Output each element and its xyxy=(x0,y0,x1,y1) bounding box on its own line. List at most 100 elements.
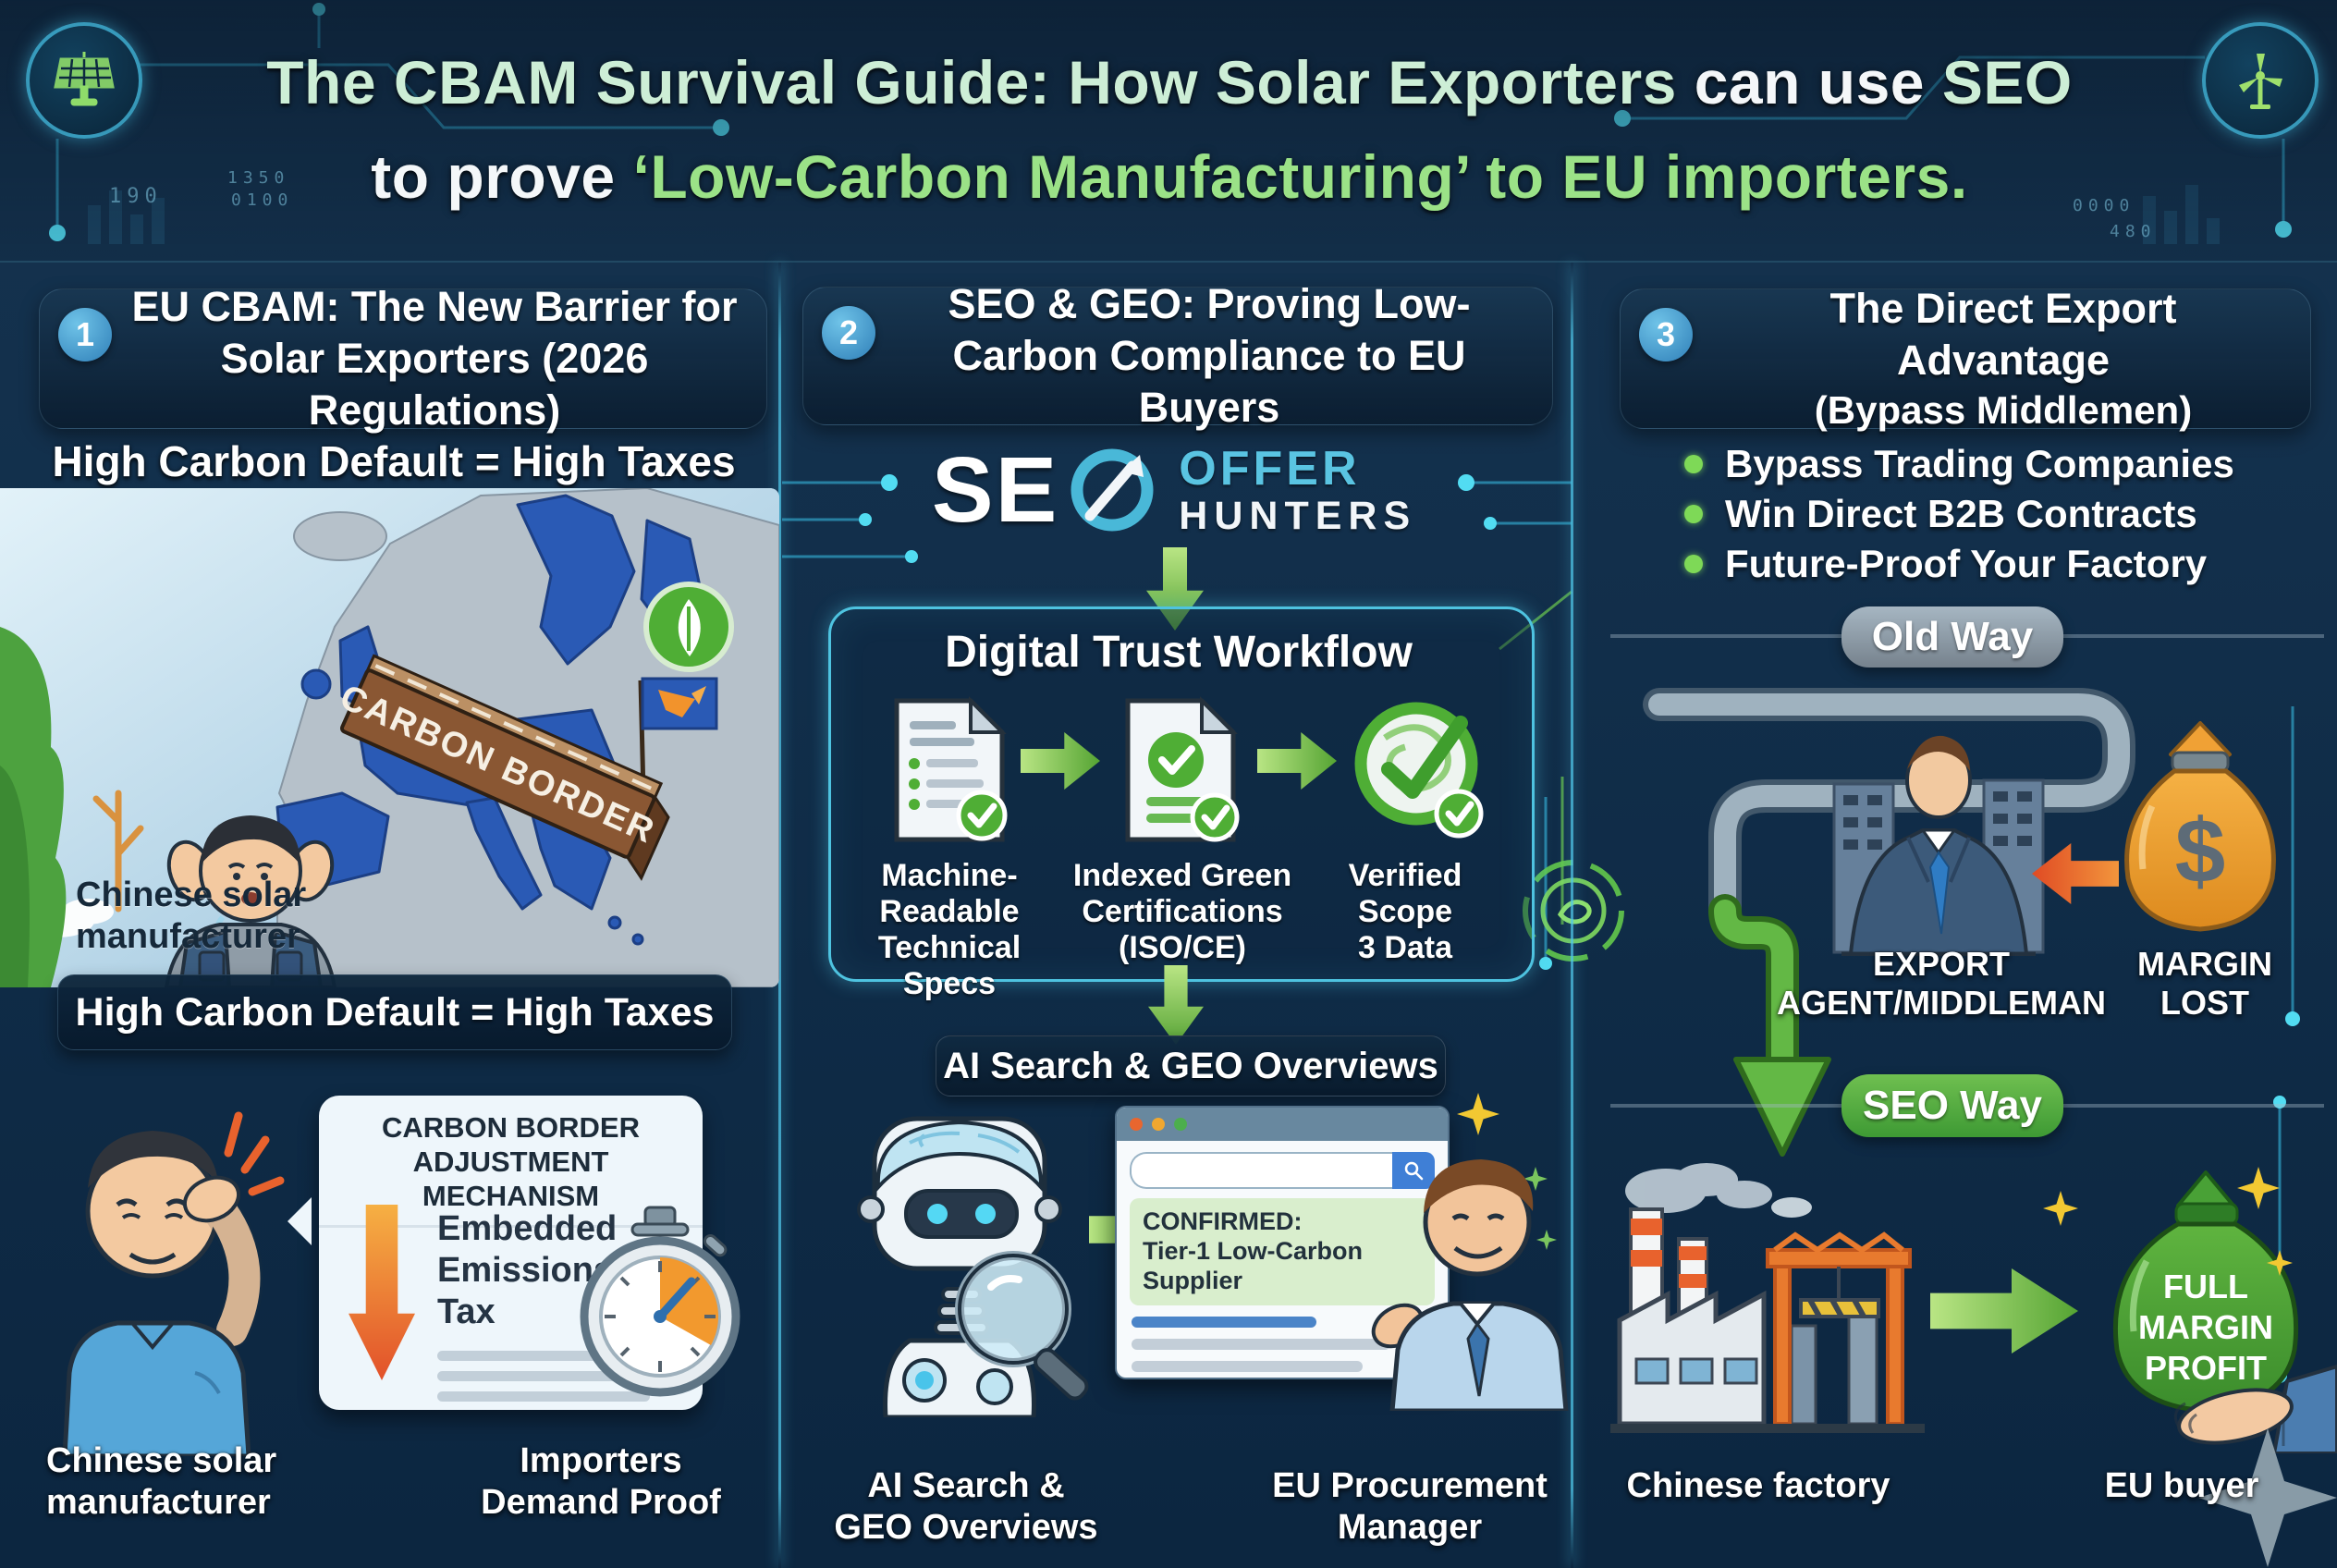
section1-number-badge: 1 xyxy=(58,308,112,361)
bullet-dot-icon xyxy=(1684,505,1703,523)
redacted-line xyxy=(437,1351,668,1361)
search-input[interactable] xyxy=(1130,1152,1392,1189)
eu-flag-icon xyxy=(638,677,718,794)
section3-header: 3 The Direct Export Advantage (Bypass Mi… xyxy=(1620,285,2311,432)
workflow-title: Digital Trust Workflow xyxy=(945,628,1413,677)
machine-readable-doc-icon xyxy=(894,696,1008,842)
logo-se-text: SE xyxy=(931,437,1059,542)
bubble-body: Embedded Emissions Tax xyxy=(437,1209,618,1331)
worried-manufacturer-icon xyxy=(164,815,337,987)
column-divider xyxy=(1571,263,1573,1568)
export-agent-icon xyxy=(1832,735,2045,956)
section2-number-badge: 2 xyxy=(822,306,875,360)
stopwatch-icon xyxy=(580,1206,740,1397)
workflow-step-label: Machine- Readable Technical Specs xyxy=(877,858,1022,1002)
confirmed-heading: CONFIRMED: xyxy=(1143,1207,1303,1235)
green-money-bag-icon: FULL MARGIN PROFIT xyxy=(2112,1170,2337,1453)
seo-way-pill: SEO Way xyxy=(1841,1074,2063,1137)
section1-banner: High Carbon Default = High Taxes xyxy=(57,974,732,1050)
workflow-step-label: Verified Scope 3 Data xyxy=(1348,858,1462,966)
bubble-title: CARBON BORDER ADJUSTMENT MECHANISM xyxy=(319,1096,703,1228)
chinese-factory-icon xyxy=(1610,1163,1925,1433)
trees-icon xyxy=(0,627,144,987)
result-line xyxy=(1132,1360,1363,1372)
title-line-2: to prove ‘Low-Carbon Manufacturing’ to E… xyxy=(111,129,2228,224)
confirmed-result-box: CONFIRMED: Tier-1 Low-Carbon Supplier xyxy=(1130,1198,1435,1305)
benefit-bullet: Future-Proof Your Factory xyxy=(1684,542,2207,586)
browser-window: CONFIRMED: Tier-1 Low-Carbon Supplier xyxy=(1115,1106,1450,1379)
decor-code: 1350 xyxy=(227,168,290,188)
page-title: The CBAM Survival Guide: How Solar Expor… xyxy=(111,35,2228,225)
logo-hunters-text: HUNTERS xyxy=(1179,493,1417,538)
logo-offer-text: OFFER xyxy=(1179,441,1361,496)
trade-flow-pipes xyxy=(1643,688,2135,1157)
search-button[interactable] xyxy=(1392,1152,1435,1189)
search-icon xyxy=(1404,1161,1424,1181)
ai-robot-icon xyxy=(857,1116,1089,1417)
column-divider xyxy=(778,263,781,1568)
title-line-1: The CBAM Survival Guide: How Solar Expor… xyxy=(111,35,2228,129)
worried-man-icon xyxy=(62,1111,285,1456)
orange-money-bag-icon: $ xyxy=(2124,721,2276,932)
title-part: The CBAM Survival Guide: How Solar Expor… xyxy=(266,48,1677,116)
decor-code: 0000 xyxy=(2073,196,2135,215)
title-part: SEO xyxy=(1941,48,2073,116)
ai-search-banner: AI Search & GEO Overviews xyxy=(936,1035,1446,1096)
leaf-badge-icon xyxy=(643,582,734,672)
title-part: to prove xyxy=(371,142,616,212)
section3-title: The Direct Export Advantage xyxy=(1829,284,2177,384)
magnifier-icon xyxy=(955,1251,1089,1401)
bullet-text-bold: Future-Proof xyxy=(1725,542,1961,585)
section2-caption-right: EU Procurement Manager xyxy=(1272,1466,1548,1547)
svg-text:FULL: FULL xyxy=(2163,1268,2248,1305)
section3-subtitle: (Bypass Middlemen) xyxy=(1814,388,2193,432)
decor-code: 480 xyxy=(2110,222,2157,241)
search-bar[interactable] xyxy=(1130,1152,1435,1189)
verified-scope3-badge-icon xyxy=(1354,702,1484,839)
svg-text:MARGIN: MARGIN xyxy=(2138,1308,2273,1346)
title-part: can use xyxy=(1694,48,1926,116)
redacted-line xyxy=(437,1391,650,1402)
bullet-dot-icon xyxy=(1684,455,1703,473)
section1-title: EU CBAM: The New Barrier for Solar Expor… xyxy=(131,282,738,435)
section2-caption-left: AI Search & GEO Overviews xyxy=(834,1466,1098,1547)
section1-header: 1 EU CBAM: The New Barrier for Solar Exp… xyxy=(39,283,767,434)
benefit-bullet: Bypass Trading Companies xyxy=(1684,442,2234,486)
section1-caption-right: Importers Demand Proof xyxy=(481,1441,721,1522)
bullet-text: Win Direct B2B Contracts xyxy=(1725,492,2197,535)
benefit-bullet: Win Direct B2B Contracts xyxy=(1684,492,2197,536)
redacted-line xyxy=(437,1371,687,1381)
bullet-text: Bypass Trading Companies xyxy=(1725,442,2234,485)
old-way-caption-right: MARGIN LOST xyxy=(2137,945,2272,1023)
seo-logo-o-icon xyxy=(1071,448,1154,532)
section2-title: SEO & GEO: Proving Low-Carbon Compliance… xyxy=(948,279,1471,432)
svg-text:PROFIT: PROFIT xyxy=(2145,1349,2267,1387)
green-certification-doc-icon xyxy=(1125,696,1240,842)
section3-caption-left: Chinese factory xyxy=(1626,1466,1890,1505)
workflow-step-label: Indexed Green Certifications (ISO/CE) xyxy=(1072,858,1292,966)
window-dot-icon xyxy=(1152,1118,1165,1131)
decor-code: 0100 xyxy=(231,190,294,210)
decor-code: 190 xyxy=(109,185,163,208)
map-caption: Chinese solar manufacturer xyxy=(76,876,307,956)
section3-number-badge: 3 xyxy=(1639,308,1693,361)
window-dot-icon xyxy=(1130,1118,1143,1131)
bullet-dot-icon xyxy=(1684,555,1703,573)
svg-text:$: $ xyxy=(2175,800,2226,901)
solar-panel-icon xyxy=(26,22,142,139)
wind-turbine-icon xyxy=(2202,22,2319,139)
confirmed-body: Tier-1 Low-Carbon Supplier xyxy=(1143,1237,1364,1295)
header-band xyxy=(0,0,2337,263)
section1-caption-left: Chinese solar manufacturer xyxy=(46,1441,277,1522)
section3-caption-right: EU buyer xyxy=(2104,1466,2259,1505)
window-dot-icon xyxy=(1174,1118,1187,1131)
result-line xyxy=(1132,1338,1390,1350)
old-way-pill: Old Way xyxy=(1841,606,2063,668)
title-part: ‘Low-Carbon Manufacturing’ to EU importe… xyxy=(632,142,1968,212)
seo-offer-hunters-logo: SE OFFER HUNTERS xyxy=(869,436,1479,544)
old-way-caption-left: EXPORT AGENT/MIDDLEMAN xyxy=(1777,945,2106,1023)
browser-titlebar xyxy=(1117,1108,1448,1141)
tax-down-arrow-icon xyxy=(349,1205,415,1380)
section1-subtitle: High Carbon Default = High Taxes xyxy=(52,437,736,485)
